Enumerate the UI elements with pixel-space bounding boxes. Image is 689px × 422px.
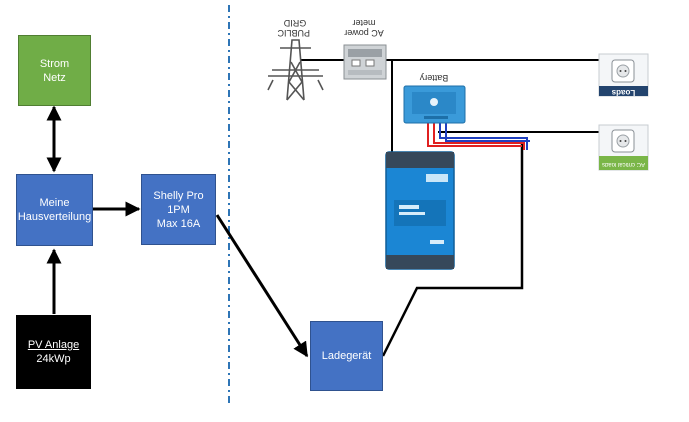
shelly-line2: Max 16A bbox=[156, 217, 201, 230]
transmission-tower-icon bbox=[267, 39, 324, 101]
grid-label-line2: GRID bbox=[283, 18, 307, 28]
ladegeraet-label: Ladegerät bbox=[321, 350, 372, 362]
meter-label: AC power meter bbox=[339, 18, 389, 38]
grid-label-line1: PUBLIC bbox=[277, 28, 310, 38]
inverter-icon bbox=[385, 151, 455, 270]
strom-netz-line1: Strom bbox=[39, 57, 70, 70]
socket-icon bbox=[598, 53, 649, 97]
energy-meter-icon bbox=[343, 44, 387, 80]
strom-netz-line2: Netz bbox=[43, 71, 66, 84]
strom-netz-box: Strom Netz bbox=[18, 35, 91, 106]
hausverteilung-box: Meine Hausverteilung bbox=[16, 174, 93, 246]
shelly-line1: Shelly Pro 1PM bbox=[153, 189, 204, 216]
dc-wire-red bbox=[427, 122, 522, 147]
socket-icon bbox=[598, 124, 649, 171]
wire-ladegeraet-inverter bbox=[381, 140, 524, 357]
ladegeraet-box: Ladegerät bbox=[310, 321, 383, 391]
dc-wire-red-2 bbox=[433, 122, 525, 150]
loads-label: Loads bbox=[611, 88, 636, 97]
meter-label-line2: meter bbox=[352, 18, 376, 28]
dc-wire-blue-2 bbox=[445, 122, 530, 142]
pv-anlage-line2: 24kWp bbox=[36, 353, 71, 365]
hausverteilung-line2: Hausverteilung bbox=[17, 211, 92, 223]
pv-anlage-line1: PV Anlage bbox=[27, 339, 80, 351]
critical-loads-label: AC critical loads bbox=[602, 161, 646, 167]
pv-anlage-box: PV Anlage 24kWp bbox=[16, 315, 91, 389]
meter-label-line1: AC power bbox=[344, 28, 384, 38]
battery-label: Battery bbox=[419, 73, 449, 83]
connector-shelly-ladegeraet bbox=[215, 214, 309, 358]
dc-wire-blue bbox=[439, 122, 528, 150]
hausverteilung-line1: Meine bbox=[39, 197, 70, 209]
battery-icon bbox=[403, 85, 466, 124]
grid-label: PUBLIC GRID bbox=[277, 18, 310, 38]
shelly-box: Shelly Pro 1PM Max 16A bbox=[141, 174, 216, 245]
